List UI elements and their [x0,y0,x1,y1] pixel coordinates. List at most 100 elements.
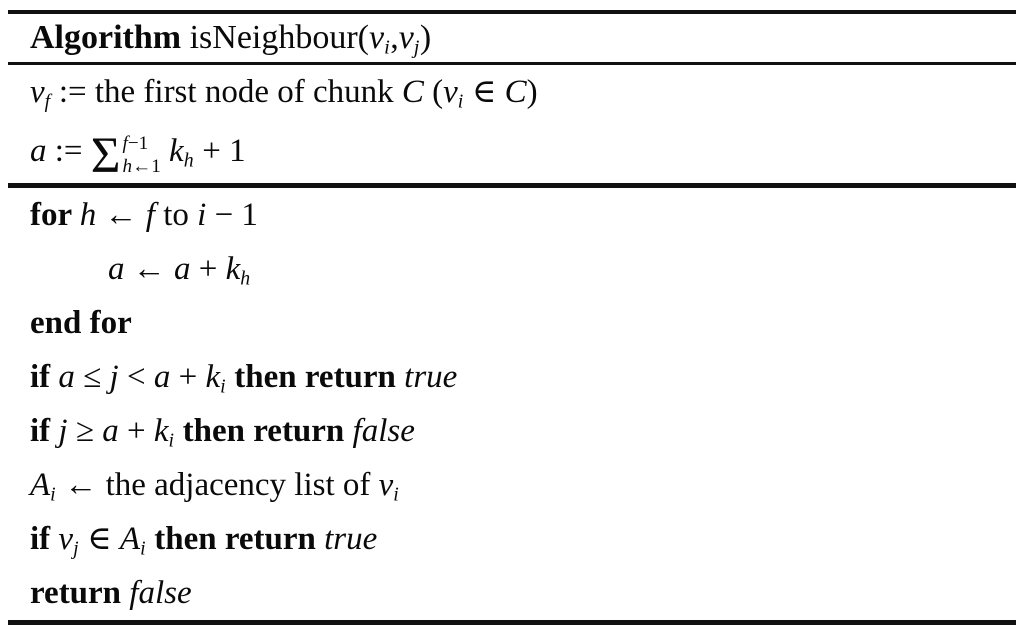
subscript: i [50,483,57,506]
text-segment: := the first node of chunk [50,74,402,110]
subscript: f [44,90,51,113]
text-segment: ∈ [78,521,120,557]
text-segment: ←1 [132,155,161,177]
subscript: i [140,537,146,560]
keyword: end for [30,305,132,341]
text-segment: + [190,251,226,287]
upper-limit: f−1 [123,133,161,156]
keyword: if [30,359,59,395]
line-init-first-node: vf := the first node of chunk C (vi ∈ C) [0,65,1024,119]
text-segment: ) [419,19,432,56]
algorithm-init-section: vf := the first node of chunk C (vi ∈ C)… [0,65,1024,183]
subscript: i [168,429,175,452]
text-segment: −1 [127,132,149,154]
subscript: i [393,483,400,506]
text-segment: + [118,413,154,449]
math-variable: v [378,467,394,503]
subscript: i [384,36,391,59]
text-segment: ← [96,197,146,233]
text-segment: ← the adjacency list of [56,467,379,503]
math-variable: k [205,359,221,395]
text-segment: ≤ [74,359,110,395]
subscript: h [183,149,194,172]
math-variable: a [102,413,119,449]
line-if-membership-return-true: if vj ∈ Ai then return true [0,512,1024,566]
text-segment: , [390,19,399,56]
math-variable: C [504,74,527,110]
math-variable: f [145,197,155,233]
math-variable: v [58,521,74,557]
text-segment: := [46,133,91,169]
subscript: i [220,375,227,398]
rule-after-title [8,62,1016,65]
keyword: if [30,521,59,557]
rule-after-init [8,183,1016,188]
keyword: return [30,575,130,611]
math-variable: C [401,74,424,110]
keyword: Algorithm [30,19,190,56]
subscript: i [457,90,464,113]
text-segment: ( [423,74,444,110]
italic-word: false [352,413,415,449]
math-variable: A [30,467,51,503]
sigma-symbol: Σ [90,126,121,184]
math-variable: v [443,74,458,110]
text-segment: to [154,197,198,233]
algorithm-title: Algorithm isNeighbour(vi,vj) [0,14,1024,62]
line-if-beyond-range-return-false: if j ≥ a + ki then return false [0,404,1024,458]
italic-word: true [404,359,458,395]
text-segment: + [170,359,206,395]
algorithm-box: Algorithm isNeighbour(vi,vj) vf := the f… [0,10,1024,625]
math-variable: a [108,251,125,287]
line-adjacency-list: Ai ← the adjacency list of vi [0,458,1024,512]
rule-top [8,10,1016,14]
text-segment: ) [526,74,538,110]
italic-word: true [324,521,378,557]
text-segment: < [118,359,154,395]
math-variable: k [169,133,184,169]
rule-bottom [8,620,1016,625]
math-variable: k [225,251,241,287]
math-variable: h [79,197,97,233]
math-variable: i [197,197,207,233]
math-variable: v [398,19,414,56]
line-accumulate: a ← a + kh [0,242,1024,296]
keyword: then return [146,521,325,557]
keyword: if [30,413,59,449]
text-segment: ∈ [463,74,505,110]
text-segment: + 1 [194,133,246,169]
math-variable: j [109,359,119,395]
math-variable: h [122,155,133,177]
math-variable: v [30,74,45,110]
line-for-loop: for h ← f to i − 1 [0,188,1024,242]
subscript: h [240,267,251,290]
subscript: j [73,537,79,560]
text-segment: ← [124,251,174,287]
math-variable: a [58,359,75,395]
line-if-in-range-return-true: if a ≤ j < a + ki then return true [0,350,1024,404]
keyword: then return [226,359,405,395]
subscript: j [413,36,420,59]
line-end-for: end for [0,296,1024,350]
text-segment: ≥ [67,413,103,449]
math-variable: a [30,133,47,169]
text-segment: isNeighbour( [189,19,370,56]
lower-limit: h←1 [123,156,161,179]
math-variable: v [369,19,385,56]
italic-word: false [129,575,192,611]
math-variable: k [153,413,169,449]
math-variable: a [153,359,171,395]
math-variable: j [58,413,68,449]
line-return-false: return false [0,566,1024,620]
math-variable: a [174,251,191,287]
text-segment [161,133,169,169]
math-variable: f [122,132,128,154]
keyword: then return [174,413,353,449]
math-variable: A [119,521,141,557]
text-segment: − 1 [206,197,258,233]
